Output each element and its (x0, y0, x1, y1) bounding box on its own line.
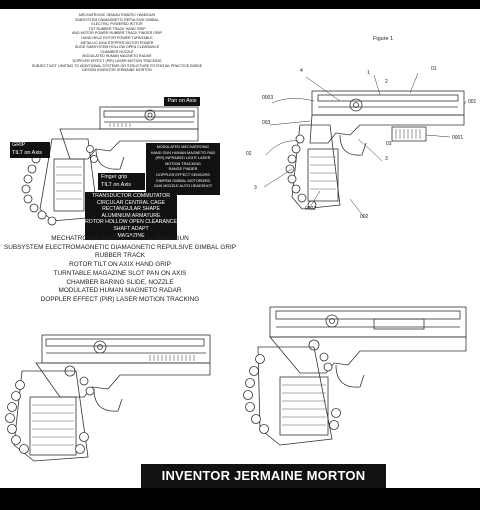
spec-line: TURNTABLE MAGAZINE SLOT PAN ON AXIS (53, 269, 187, 277)
spec-line: MODULATED HUMAN MAGNETO RADAR (58, 287, 182, 295)
commutator-line: MAGAZINE (117, 232, 145, 239)
spec-line: SLIDE SUBSYSTEM HOLLOW OPEN CLEARANCE (74, 45, 160, 50)
spec-line: DESIGN INVENTOR JERMAINE MORTON (82, 68, 152, 73)
spec-line: CHAMBER BARING SLIDE, NOZZLE (66, 278, 174, 286)
finger-grip-label: Finger grip TILT on Axis (98, 173, 145, 190)
module-line: GUN MOZZLE AUTO HEADSHOT (153, 184, 213, 189)
spec-line: RUBBER TRACK (95, 252, 145, 260)
figure-1-gun-drawing (263, 72, 467, 218)
inventor-banner: INVENTOR JERMAINE MORTON (141, 464, 386, 488)
ref-number: 1 (367, 70, 370, 76)
module-line: (PIR) INFRARED LIGHT LASER (155, 156, 211, 161)
module-line: DOPPLER EFFECT SENSORS (156, 172, 210, 177)
module-line: MODULATED MECHATRONIC (156, 145, 210, 149)
commutator-line: ROTOR HOLLOW OPEN CLEARANCE (85, 219, 177, 226)
module-line: MOTION TRACKING (165, 161, 201, 166)
commutator-line: RECTANGULAR SHAPE (102, 206, 160, 213)
spec-line: MODULATED HUMAN MAGNETO RADAR (82, 54, 152, 59)
ref-number: 3 (254, 185, 257, 191)
ref-number: 0002 (305, 206, 317, 212)
spec-line: DOPPLER EFFECT (PIR) LASER MOTION TRACKI… (40, 295, 200, 303)
figure-label: Figure 1 (373, 36, 394, 42)
commutator-line: SHAFT ADAPT (113, 225, 149, 232)
module-line: HAND GUN HUMAN MAGNETO RAD (150, 150, 216, 155)
bottom-right-gun-drawing (243, 306, 467, 446)
spec-line: TILT RUBBER TRACK HAND GRIP (88, 26, 146, 31)
ref-number: 01 (431, 66, 437, 72)
module-line: GIMPEM GIMBAL MOTORIZED (155, 178, 211, 183)
spec-line: MECHATRONIC SEMIAUTOMATIC HANDGUN (78, 13, 156, 17)
spec-line: ELECTRIC POWERED ROTOR (91, 22, 143, 27)
spec-line: DOPPLER EFFECT (PIR) LASER MOTION TRACKI… (72, 58, 162, 63)
grip-tilt-label: GRIP TILT on Axis (10, 142, 50, 158)
ref-number: 002 (360, 214, 369, 220)
ref-number: 001 (468, 99, 477, 105)
module-line: RANGE FINDER (168, 167, 198, 172)
spec-line: AND MOTOR POWER RUBBER TRACK FINGER GRIP (72, 31, 162, 36)
commutator-line: TRANSDUCTOR COMMUTATOR (91, 193, 170, 199)
spec-line: ROTOR TILT ON AXIX HAND GRIP (69, 261, 171, 269)
ref-number: 0001 (452, 135, 464, 141)
spec-line: HAND HELD ROTOR POWER TURNTABLE (81, 35, 153, 40)
spec-line: CHAMBER NOZZLE (100, 49, 134, 54)
commutator-line: ALUMINIUM ARMATURE (101, 212, 161, 219)
ref-number: 3 (385, 156, 388, 162)
ref-number: 02 (246, 151, 252, 157)
ref-number: 2 (385, 79, 388, 85)
spec-line: METALLIC AXIA STEPPER MOTOR POWER (80, 40, 154, 45)
spec-line: SUBJECT NOT LIMITING TO ADDITIONAL SYSTE… (31, 63, 203, 68)
ref-number: 4 (300, 68, 303, 74)
spec-line: MECHATRONIC SEMIAUTOMATIC HAND GUN (51, 235, 189, 242)
spec-line: SUBSYSTEM DIAMAGNETIC REPULSIVE GIMBAL (75, 17, 159, 22)
bottom-left-gun-drawing (5, 334, 211, 462)
commutator-line: CIRCULAR CENTRAL CAGE (96, 199, 166, 206)
ref-number: 03 (386, 141, 392, 147)
spec-line: SUBSYSTEM ELECTROMAGNETIC DIAMAGNETIC RE… (4, 243, 236, 251)
ref-number: 0003 (262, 95, 274, 101)
ref-number: 003 (262, 120, 271, 126)
pan-axis-label: Pan on Axis (164, 97, 200, 106)
